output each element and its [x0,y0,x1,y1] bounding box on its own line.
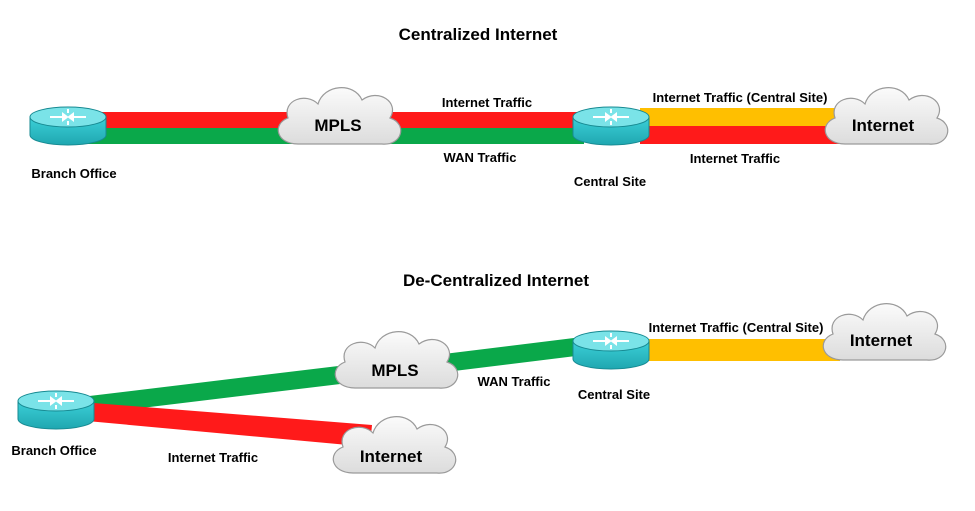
centralized-central-internet-red-link [640,126,840,144]
decentralized-internet-traffic-central-label: Internet Traffic (Central Site) [649,320,824,335]
centralized-mpls-label: MPLS [314,116,361,135]
centralized-internet-traffic-bottom-label: Internet Traffic [690,151,780,166]
centralized-central-internet-orange-link [640,108,840,126]
centralized-internet-label: Internet [852,116,915,135]
decentralized-internet-traffic-local-label: Internet Traffic [168,450,258,465]
decentralized-mpls-label: MPLS [371,361,418,380]
centralized-branch-mpls-internet-link [68,112,318,128]
centralized-internet-traffic-top-label: Internet Traffic [442,95,532,110]
centralized-wan-traffic-label: WAN Traffic [444,150,517,165]
centralized-internet-traffic-central-label: Internet Traffic (Central Site) [653,90,828,105]
decentralized-branch-label: Branch Office [11,443,96,458]
centralized-branch-label: Branch Office [31,166,116,181]
centralized-central-site-label: Central Site [574,174,646,189]
centralized-branch-mpls-wan-link [68,128,318,144]
centralized-central-router-icon [572,106,650,146]
centralized-branch-router-icon [29,106,107,146]
centralized-mpls-central-internet-link [340,112,584,128]
decentralized-branch-mpls-wan-link [56,364,357,418]
decentralized-wan-traffic-label: WAN Traffic [478,374,551,389]
decentralized-central-site-label: Central Site [578,387,650,402]
decentralized-local-internet-label: Internet [360,447,423,466]
decentralized-branch-router-icon [17,390,95,430]
decentralized-branch-internet-link [54,400,372,447]
decentralized-central-router-icon [572,330,650,370]
centralized-title: Centralized Internet [399,25,558,44]
decentralized-internet-label: Internet [850,331,913,350]
decentralized-title: De-Centralized Internet [403,271,589,290]
decentralized-central-internet-orange-link [640,339,840,361]
